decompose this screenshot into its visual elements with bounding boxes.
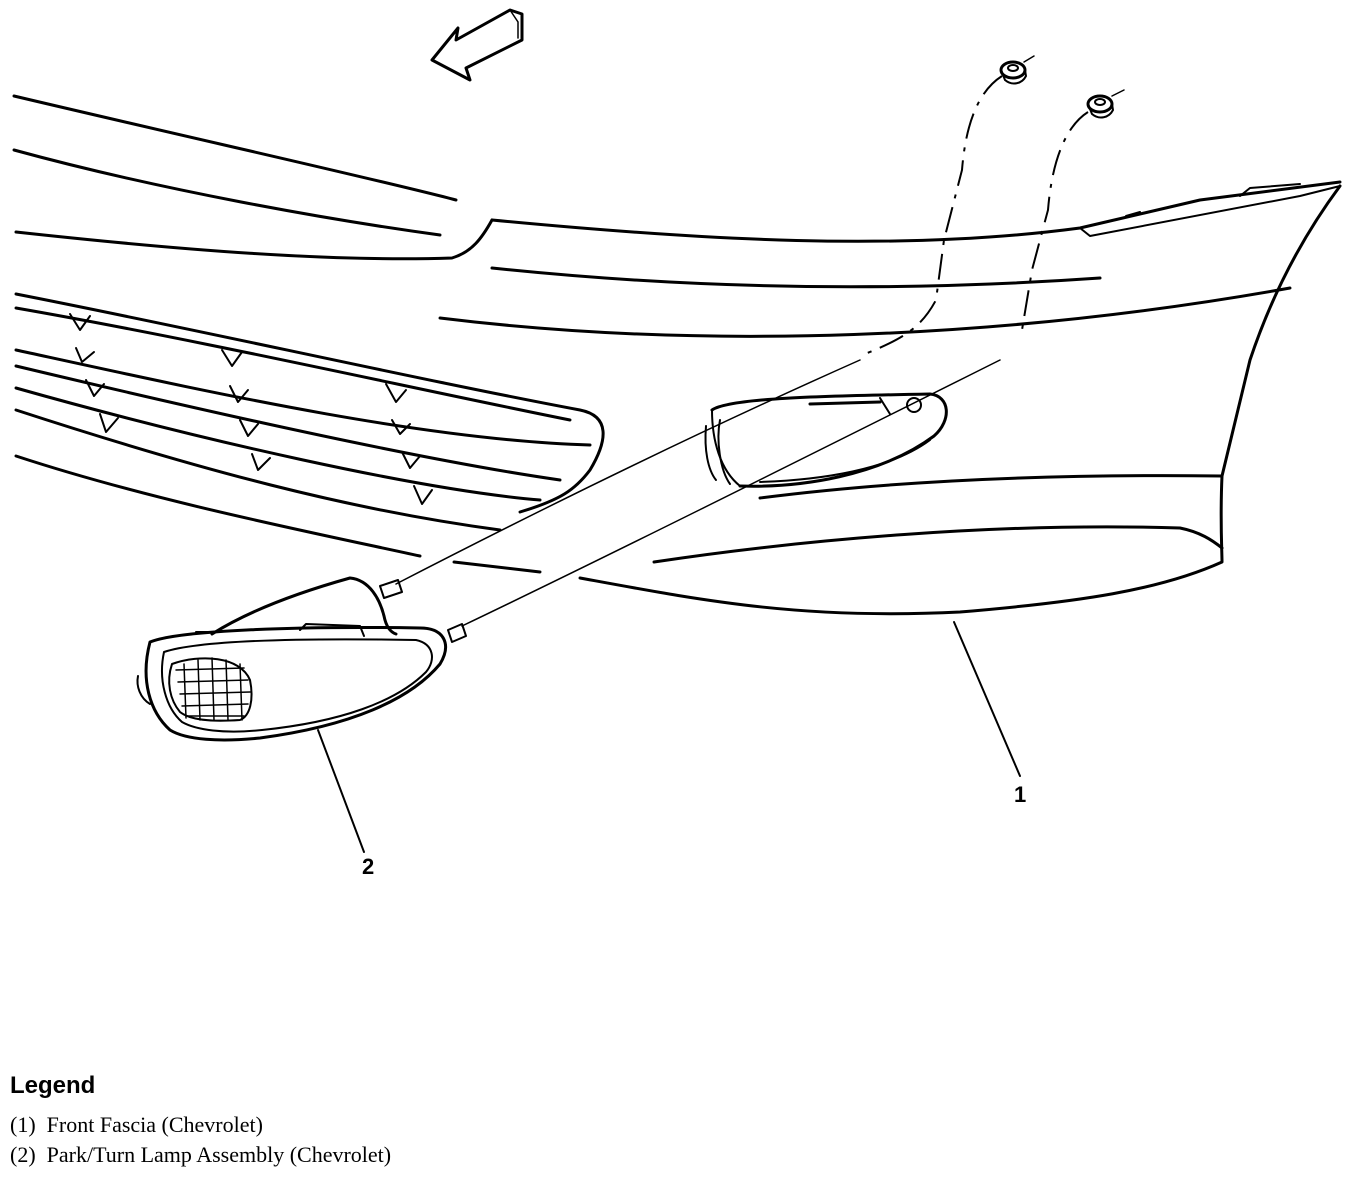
stud-alignment-line — [395, 359, 861, 585]
callout-2: 2 — [362, 854, 374, 879]
park-turn-lamp-assembly — [136, 576, 467, 742]
callout-leader-2 — [317, 729, 365, 853]
legend-item: (2) Park/Turn Lamp Assembly (Chevrolet) — [10, 1140, 1310, 1170]
legend-item-text: Park/Turn Lamp Assembly (Chevrolet) — [46, 1142, 392, 1167]
lamp-opening — [704, 392, 948, 488]
fastener-path — [1021, 111, 1089, 331]
legend-item-number: (2) — [10, 1142, 36, 1167]
direction-arrow-icon — [430, 8, 524, 82]
nut-icon — [999, 55, 1035, 85]
legend-title: Legend — [10, 1072, 96, 1099]
callout-leader-1 — [953, 621, 1021, 777]
exploded-view-diagram: 1 2 — [12, 8, 1342, 879]
stud-alignment-line — [461, 359, 1001, 627]
legend-item: (1) Front Fascia (Chevrolet) — [10, 1110, 1310, 1140]
fastener-path — [859, 75, 1003, 357]
grille — [14, 292, 605, 514]
legend-item-number: (1) — [10, 1112, 36, 1137]
callout-1: 1 — [1014, 782, 1026, 807]
legend-item-text: Front Fascia (Chevrolet) — [46, 1112, 263, 1137]
nut-icon — [1086, 89, 1125, 119]
legend: Legend (1) Front Fascia (Chevrolet) (2) … — [10, 1072, 1310, 1170]
front-fascia — [12, 94, 1342, 616]
